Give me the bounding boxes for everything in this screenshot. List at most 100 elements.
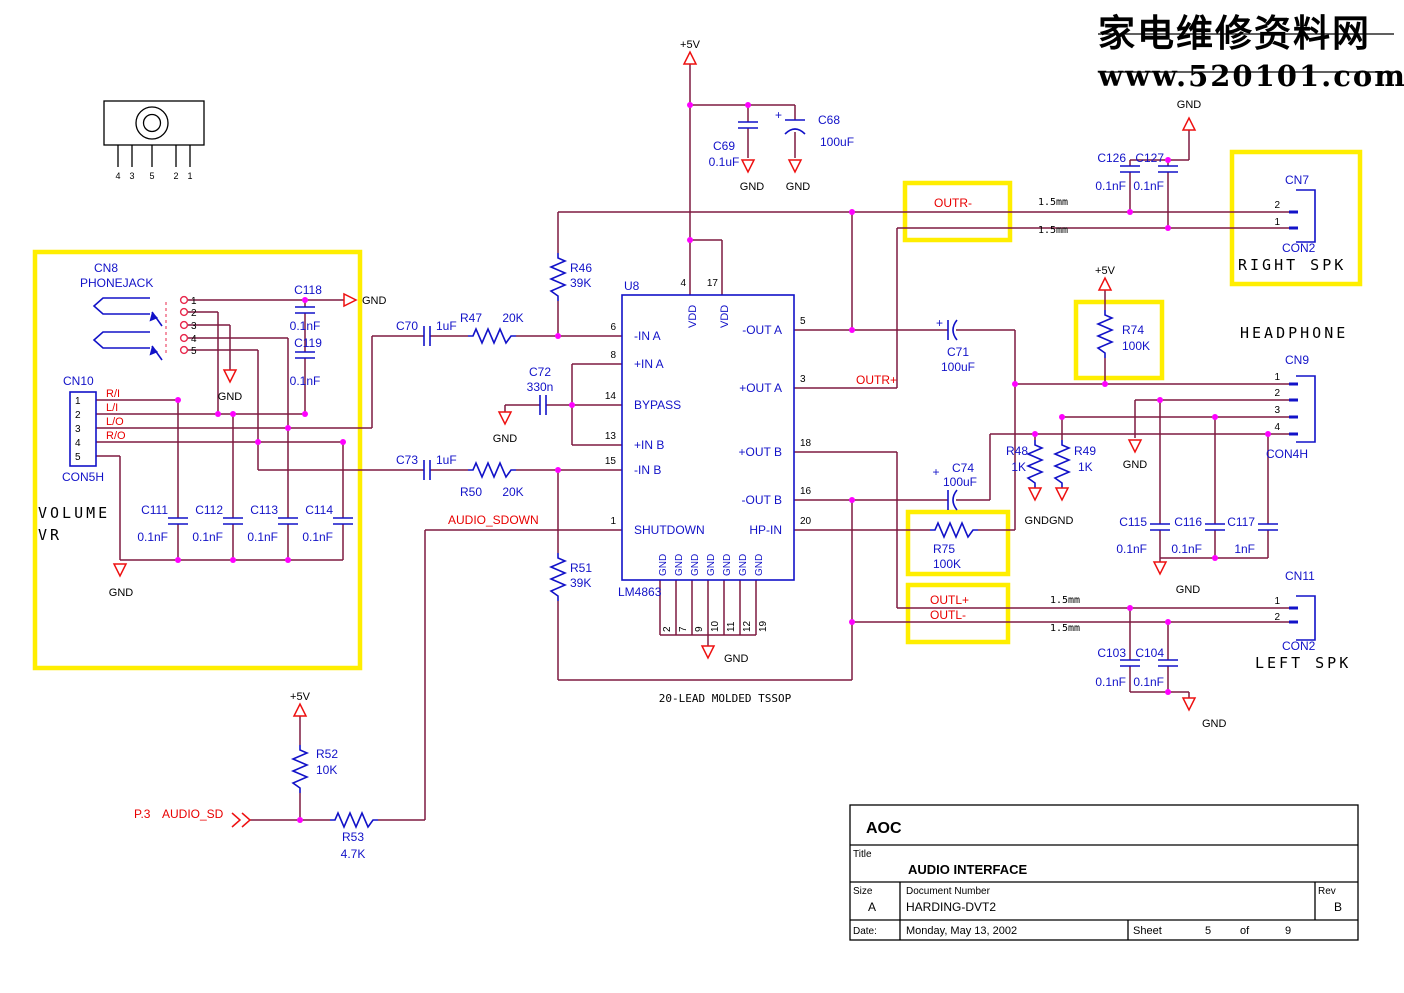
wires-ic-ground bbox=[659, 580, 757, 646]
r46-ref: R46 bbox=[570, 261, 592, 275]
u8-package-label: 20-LEAD MOLDED TSSOP bbox=[659, 692, 792, 705]
input-network-labels: R46 39K C70 1uF R47 20K C72 330n GND C73… bbox=[134, 261, 592, 861]
u8-pin-number: 6 bbox=[610, 322, 616, 333]
u8-vdd-label: VDD bbox=[719, 305, 731, 328]
volume-label: VOLUME bbox=[38, 504, 110, 522]
c119-ref: C119 bbox=[294, 336, 322, 350]
cn7-description: RIGHT SPK bbox=[1238, 256, 1346, 274]
power-symbols bbox=[113, 51, 1196, 828]
cn9-ref: CN9 bbox=[1285, 353, 1309, 367]
c115-value: 0.1nF bbox=[1116, 542, 1147, 556]
r48-ref: R48 bbox=[1006, 444, 1028, 458]
c111-value: 0.1nF bbox=[137, 530, 168, 544]
net-outl-plus: OUTL+ bbox=[930, 593, 969, 607]
cn8-pin-number: 1 bbox=[191, 296, 197, 307]
cn7-ref: CN7 bbox=[1285, 173, 1309, 187]
c126-value: 0.1nF bbox=[1095, 179, 1126, 193]
c103-value: 0.1nF bbox=[1095, 675, 1126, 689]
r50-value: 20K bbox=[502, 485, 523, 499]
c73-ref: C73 bbox=[396, 453, 418, 467]
wire-gauge-label: 1.5mm bbox=[1038, 225, 1068, 236]
c113-value: 0.1nF bbox=[247, 530, 278, 544]
wires-power-rail bbox=[689, 64, 796, 295]
sheet-of-label: of bbox=[1240, 925, 1250, 937]
c118-value: 0.1nF bbox=[290, 319, 321, 333]
cn10-connector-body bbox=[69, 391, 97, 467]
capacitor-c74 bbox=[947, 489, 958, 511]
sheet-total: 9 bbox=[1285, 925, 1291, 937]
jack-pin-label: 3 bbox=[129, 171, 134, 181]
u8-gnd-pin-label: GND bbox=[754, 554, 765, 576]
gnd-label: GND bbox=[1123, 459, 1148, 471]
c68-ref: C68 bbox=[818, 113, 840, 127]
r74-ref: R74 bbox=[1122, 323, 1144, 337]
ic-u8-body bbox=[621, 294, 795, 581]
u8-pin-name: +IN A bbox=[634, 357, 664, 371]
u8-pin-name: +OUT A bbox=[739, 381, 782, 395]
wires-channel-b-input bbox=[250, 469, 853, 821]
u8-gnd-pin-label: GND bbox=[706, 554, 717, 576]
gnd-label: GND bbox=[740, 181, 765, 193]
highlight-r74 bbox=[1073, 299, 1165, 381]
wire-gauge-label: 1.5mm bbox=[1050, 595, 1080, 606]
u8-pin-number: 8 bbox=[610, 350, 616, 361]
cn10-pin-number: 5 bbox=[75, 452, 81, 463]
size-value: A bbox=[868, 900, 876, 914]
c69-value: 0.1uF bbox=[709, 155, 740, 169]
net-lo: L/O bbox=[106, 416, 124, 428]
cn10-pin-number: 3 bbox=[75, 424, 81, 435]
r46-value: 39K bbox=[570, 276, 591, 290]
sheet-field-label: Sheet bbox=[1133, 925, 1162, 937]
cn8-name: PHONEJACK bbox=[80, 276, 153, 290]
date-value: Monday, May 13, 2002 bbox=[906, 925, 1017, 937]
v5-label: +5V bbox=[1095, 265, 1116, 277]
watermark-strike-lines bbox=[1098, 33, 1394, 73]
u8-vdd-label: VDD bbox=[687, 305, 699, 328]
highlight-boxes bbox=[32, 149, 1363, 671]
u8-pin-number: 10 bbox=[710, 620, 721, 632]
cn9-pin-number: 3 bbox=[1274, 405, 1280, 416]
c71-plus-sign: + bbox=[936, 316, 943, 330]
cn11-type: CON2 bbox=[1282, 639, 1316, 653]
gnd-label: GND bbox=[724, 653, 749, 665]
cn7-connector-body bbox=[1289, 189, 1316, 243]
c68-value: 100uF bbox=[820, 135, 854, 149]
u8-pin-number: 13 bbox=[605, 431, 617, 442]
cn10-ref: CN10 bbox=[63, 374, 94, 388]
port-chevrons-icon bbox=[231, 812, 252, 828]
gnd-label: GND bbox=[1202, 718, 1227, 730]
phonejack-drawing-labels: 4 3 5 2 1 bbox=[115, 171, 192, 181]
jack-pin-label: 5 bbox=[149, 171, 154, 181]
c74-value: 100uF bbox=[943, 475, 977, 489]
c118-ref: C118 bbox=[294, 283, 322, 297]
ic-u8-labels: U8 -IN A +IN A BYPASS +IN B -IN B SHUTDO… bbox=[605, 278, 812, 705]
net-li: L/I bbox=[106, 402, 118, 414]
c70-ref: C70 bbox=[396, 319, 418, 333]
date-field-label: Date: bbox=[853, 926, 877, 937]
c72-value: 330n bbox=[527, 380, 554, 394]
r75-value: 100K bbox=[933, 557, 961, 571]
r50-ref: R50 bbox=[460, 485, 482, 499]
c112-value: 0.1nF bbox=[192, 530, 223, 544]
u8-ref: U8 bbox=[624, 279, 640, 293]
components bbox=[69, 100, 1316, 828]
cn9-connector-body bbox=[1289, 375, 1316, 443]
c116-value: 0.1nF bbox=[1171, 542, 1202, 556]
c119-value: 0.1nF bbox=[290, 374, 321, 388]
u8-pin-name: BYPASS bbox=[634, 398, 681, 412]
title-field-label: Title bbox=[853, 849, 872, 860]
cn8-pin-number: 5 bbox=[191, 346, 197, 357]
phonejack-symbol bbox=[92, 295, 189, 361]
gnd-gnd-label: GNDGND bbox=[1025, 515, 1074, 527]
r49-ref: R49 bbox=[1074, 444, 1096, 458]
watermark-url-text: www.520101.com bbox=[1097, 59, 1404, 93]
u8-pin-name: -OUT B bbox=[742, 493, 782, 507]
u8-pin-number: 2 bbox=[662, 626, 673, 632]
c117-ref: C117 bbox=[1227, 515, 1255, 529]
jack-pin-label: 1 bbox=[187, 171, 192, 181]
c111-ref: C111 bbox=[141, 503, 168, 517]
u8-pin-number: 20 bbox=[800, 516, 812, 527]
u8-pin-number: 11 bbox=[726, 621, 737, 632]
cn10-pin-number: 1 bbox=[75, 396, 81, 407]
